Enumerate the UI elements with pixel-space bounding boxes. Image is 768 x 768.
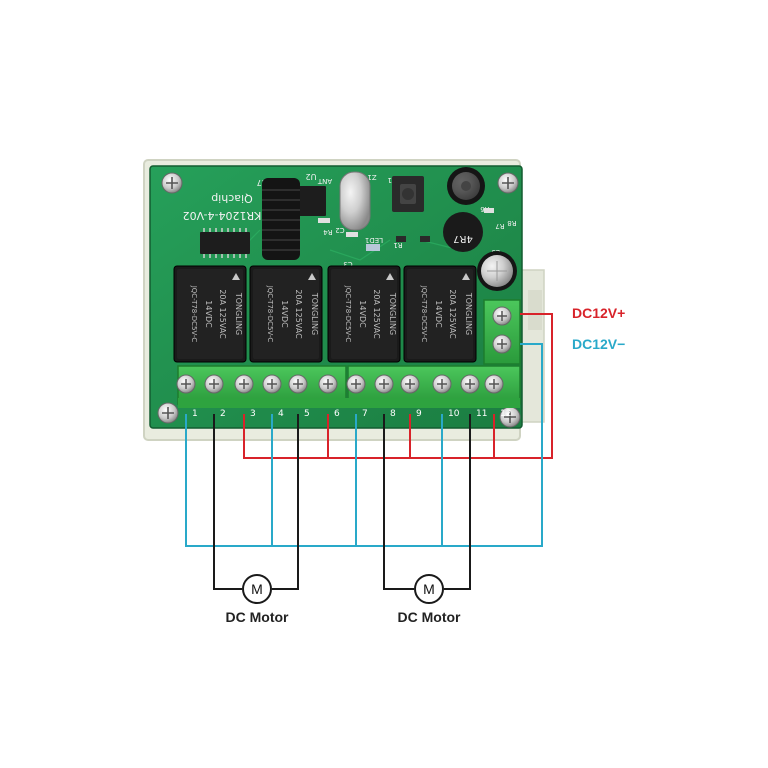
dc-negative-label: DC12V−: [572, 336, 625, 352]
terminal-screw-9-icon: [400, 374, 420, 394]
motor-1-label: DC Motor: [226, 609, 290, 625]
output-terminal-blocks: [176, 365, 521, 408]
power-terminal-screw-negative-icon: [492, 334, 512, 354]
silkscreen-ant: ANT: [317, 177, 332, 185]
silkscreen-r7: R7: [495, 222, 504, 230]
relay-2: TONGLING 20A 125VAC 14VDC JQC-T78-DC5V-C: [249, 265, 323, 363]
terminal-screw-4-icon: [262, 374, 282, 394]
motor-2: M DC Motor: [398, 574, 462, 625]
antenna-coil: [262, 178, 300, 260]
relay-logo-icon: [386, 273, 394, 280]
wire-motor-2: [383, 414, 471, 590]
terminal-label-4: 4: [278, 409, 284, 419]
relay-brand: TONGLING: [234, 292, 243, 335]
relay-brand: TONGLING: [310, 292, 319, 335]
relay-model: JQC-T78-DC5V-C: [344, 285, 352, 343]
relay-model: JQC-T78-DC5V-C: [420, 285, 428, 343]
relay-rating: 20A 125VAC: [218, 289, 227, 339]
silkscreen-led1: LED1: [365, 236, 383, 244]
ic-u2: [296, 186, 326, 216]
terminal-label-3: 3: [250, 409, 256, 419]
terminal-label-2: 2: [220, 409, 226, 419]
terminal-label-10: 10: [448, 409, 460, 419]
silkscreen-r8: R8: [507, 219, 516, 227]
relay-rating: 20A 125VAC: [372, 289, 381, 339]
relay-rating-dc: 14VDC: [434, 300, 443, 328]
silkscreen-c3: C3: [343, 260, 352, 268]
silkscreen-r4: R4: [323, 228, 333, 236]
relay-rating-dc: 14VDC: [204, 300, 213, 328]
motor-1-symbol: M: [251, 581, 263, 597]
relay-rating: 20A 125VAC: [294, 289, 303, 339]
silkscreen-u2: U2: [306, 172, 317, 181]
relay-model: JQC-T78-DC5V-C: [190, 285, 198, 343]
motor-2-label: DC Motor: [398, 609, 462, 625]
terminal-screw-10-icon: [432, 374, 452, 394]
terminal-screw-1-icon: [176, 374, 196, 394]
mounting-screws: [157, 172, 521, 428]
wire-dc-negative: [185, 343, 543, 547]
terminal-screw-11-icon: [460, 374, 480, 394]
terminal-screw-6-icon: [318, 374, 338, 394]
terminal-label-9: 9: [416, 409, 422, 419]
led1: [366, 244, 380, 251]
relay-logo-icon: [462, 273, 470, 280]
relay-brand: TONGLING: [388, 292, 397, 335]
push-button-s1: [392, 176, 424, 212]
terminal-label-6: 6: [334, 409, 340, 419]
terminal-screw-5-icon: [288, 374, 308, 394]
capacitor-top-icon: [447, 167, 485, 205]
relay-logo-icon: [308, 273, 316, 280]
terminal-label-1: 1: [192, 409, 198, 419]
wire-dc-positive: [243, 313, 553, 459]
terminal-label-11: 11: [476, 409, 487, 419]
relay-rating-dc: 14VDC: [358, 300, 367, 328]
capacitor-bottom-icon: [477, 251, 517, 291]
terminal-label-7: 7: [362, 409, 368, 419]
terminal-label-5: 5: [304, 409, 310, 419]
inductor-l1: 4R7: [443, 212, 483, 252]
terminal-label-12: 12: [500, 409, 511, 419]
screw-top-right-icon: [497, 172, 519, 194]
silkscreen-r1: R1: [393, 241, 402, 249]
relay-brand: TONGLING: [464, 292, 473, 335]
terminal-screw-3-icon: [234, 374, 254, 394]
dc-positive-label: DC12V+: [572, 305, 625, 321]
relay-rating-dc: 14VDC: [280, 300, 289, 328]
silkscreen-z1: Z1: [367, 173, 376, 181]
board-brand-label: Qiachip: [211, 192, 253, 205]
terminal-screw-12-icon: [484, 374, 504, 394]
wiring: [185, 313, 553, 590]
terminal-screw-2-icon: [204, 374, 224, 394]
wire-motor-1: [213, 414, 299, 590]
relay-3: TONGLING 20A 125VAC 14VDC JQC-T78-DC5V-C: [327, 265, 401, 363]
power-terminal-block: [483, 299, 521, 365]
terminal-screw-8-icon: [374, 374, 394, 394]
ic-u1: [200, 228, 250, 258]
power-terminal-screw-positive-icon: [492, 306, 512, 326]
board-silkscreen: KR1204-4-V02 Qiachip U1 U2 C7 ANT Z1 S1 …: [183, 172, 517, 268]
relay-model: JQC-T78-DC5V-C: [266, 285, 274, 343]
motor-1: M DC Motor: [226, 574, 290, 625]
terminal-label-8: 8: [390, 409, 396, 419]
board-model-label: KR1204-4-V02: [183, 209, 262, 222]
relay-rating: 20A 125VAC: [448, 289, 457, 339]
screw-bottom-left-icon: [157, 402, 179, 424]
relay-1: TONGLING 20A 125VAC 14VDC JQC-T78-DC5V-C: [173, 265, 247, 363]
inductor-marking: 4R7: [453, 233, 473, 244]
terminal-screw-7-icon: [346, 374, 366, 394]
screw-top-left-icon: [161, 172, 183, 194]
silkscreen-c2: C2: [335, 226, 344, 234]
motor-2-symbol: M: [423, 581, 435, 597]
crystal-z1: [339, 171, 371, 231]
relay-4: TONGLING 20A 125VAC 14VDC JQC-T78-DC5V-C: [403, 265, 477, 363]
silkscreen-c7: C7: [257, 178, 268, 187]
relay-logo-icon: [232, 273, 240, 280]
